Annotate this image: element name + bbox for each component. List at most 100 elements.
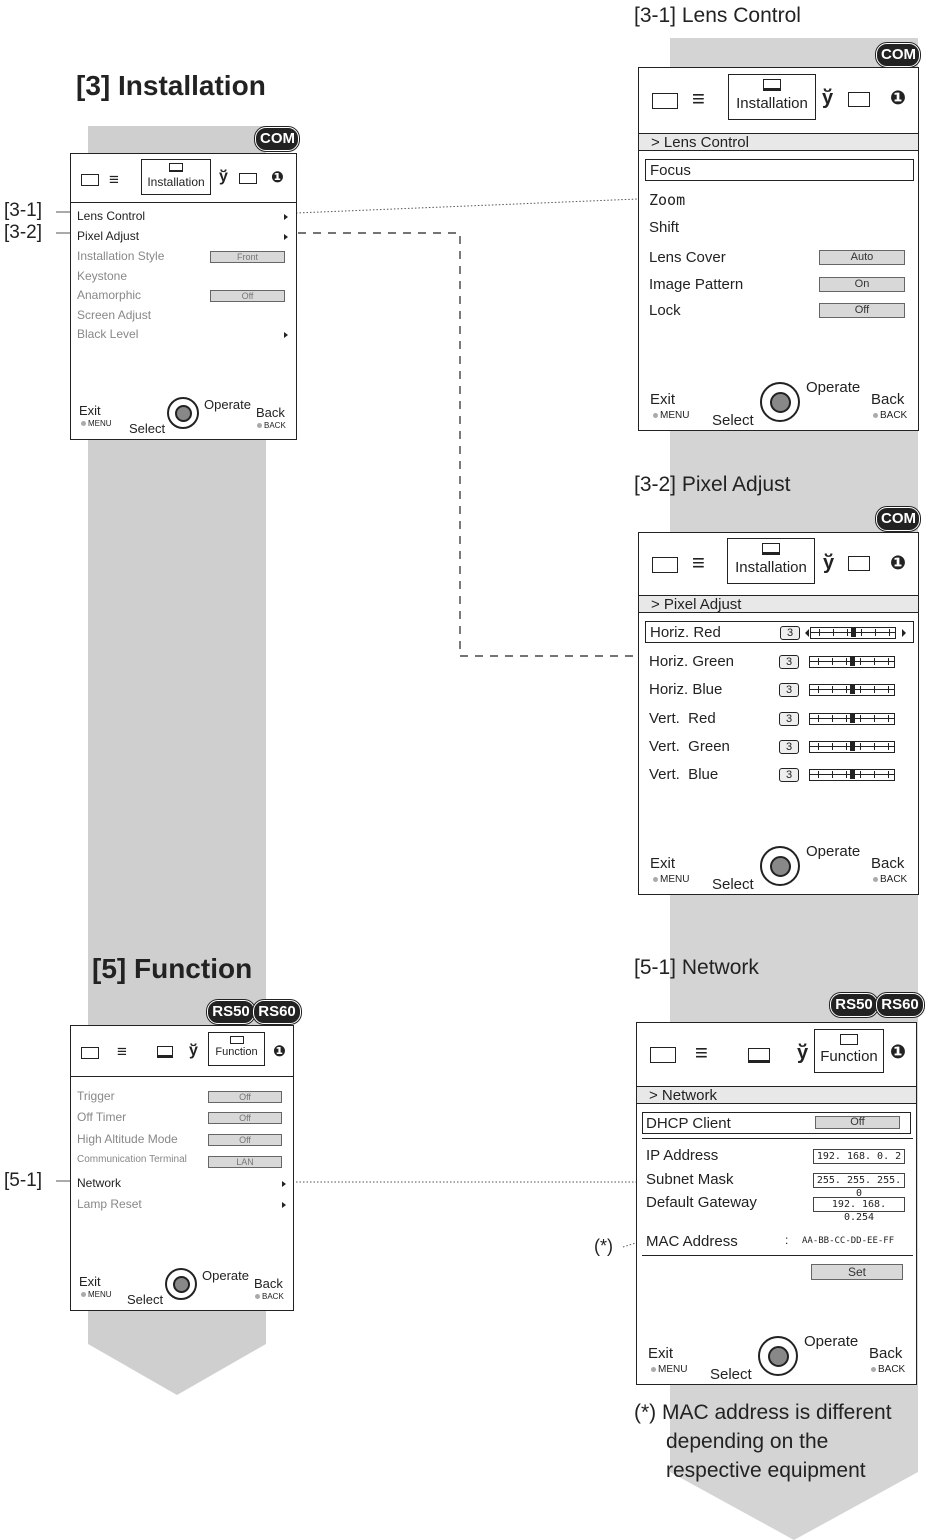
function-menu-item[interactable]: Lamp Reset xyxy=(71,1197,293,1215)
info-icon[interactable]: ❶ xyxy=(890,1042,907,1063)
info-icon[interactable]: ❶ xyxy=(273,1043,286,1060)
info-icon[interactable]: ❶ xyxy=(890,88,907,109)
function-icon[interactable] xyxy=(848,92,870,107)
menu-item-value[interactable]: On xyxy=(819,277,905,292)
callout-3-1: [3-1] xyxy=(4,200,43,221)
set-button[interactable]: Set xyxy=(811,1264,903,1280)
menu-key-label: MENU xyxy=(653,874,689,885)
menu-item-label: Lock xyxy=(649,302,681,319)
settings-sliders-icon[interactable]: ≡ xyxy=(695,1040,708,1065)
adjust-slider[interactable] xyxy=(810,627,896,639)
settings-sliders-icon[interactable]: ≡ xyxy=(117,1042,127,1061)
menu-key-label: MENU xyxy=(81,419,112,428)
select-label: Select xyxy=(712,876,754,893)
pixel-adjust-panel: ≡ Installation ў ❶ > Pixel Adjust Horiz.… xyxy=(638,532,919,895)
exit-label: Exit xyxy=(650,855,676,872)
pixel-adjust-item[interactable]: Horiz. Blue 3 xyxy=(645,679,912,701)
adjust-slider[interactable] xyxy=(809,713,895,725)
menu-icon-bar: ≡ Installation ў ❶ xyxy=(71,154,296,203)
installation-menu-item[interactable]: Pixel Adjust xyxy=(71,229,296,247)
menu-item-value[interactable]: Off xyxy=(819,303,905,318)
installation-icon[interactable] xyxy=(748,1048,770,1063)
operate-label: Operate xyxy=(804,1333,859,1350)
function-menu-item[interactable]: Network xyxy=(71,1176,293,1194)
settings-sliders-icon[interactable]: ≡ xyxy=(692,86,705,111)
wrench-icon[interactable]: ў xyxy=(822,87,834,109)
lens-control-item[interactable]: Zoom xyxy=(645,189,912,211)
function-icon[interactable] xyxy=(239,173,257,184)
menu-item-label: Zoom xyxy=(649,191,686,209)
ip-address-field[interactable]: 192. 168. 0. 2 xyxy=(813,1149,905,1164)
exit-label: Exit xyxy=(79,1274,101,1289)
pixel-adjust-heading: [3-2] Pixel Adjust xyxy=(634,473,791,496)
settings-sliders-icon[interactable]: ≡ xyxy=(109,170,119,189)
slider-thumb[interactable] xyxy=(850,657,855,666)
network-flow-arrowhead xyxy=(670,1472,918,1540)
lens-control-item[interactable]: Focus xyxy=(645,159,914,181)
menu-item-label: Shift xyxy=(649,219,680,236)
subnet-mask-label: Subnet Mask xyxy=(646,1171,734,1188)
lens-control-item[interactable]: Lock Off xyxy=(645,300,912,322)
picture-adjust-icon[interactable] xyxy=(652,557,678,573)
installation-menu-item[interactable]: Lens Control xyxy=(71,209,296,227)
chevron-right-icon xyxy=(284,234,288,240)
menu-item-value: LAN xyxy=(208,1156,282,1168)
slider-thumb[interactable] xyxy=(850,685,855,694)
callout-5-1: [5-1] xyxy=(4,1170,43,1191)
adjust-slider[interactable] xyxy=(809,684,895,696)
dhcp-client-row[interactable]: DHCP Client Off xyxy=(642,1112,911,1134)
menu-item-value[interactable]: Auto xyxy=(819,250,905,265)
menu-item-label: Trigger xyxy=(77,1089,115,1103)
subnet-mask-field[interactable]: 255. 255. 255. 0 xyxy=(813,1173,905,1199)
picture-adjust-icon[interactable] xyxy=(650,1047,676,1063)
menu-item-label: Focus xyxy=(650,162,691,179)
mac-address-label: MAC Address xyxy=(646,1233,738,1250)
wrench-icon[interactable]: ў xyxy=(189,1042,198,1059)
menu-item-value: Front xyxy=(210,251,285,263)
slider-thumb[interactable] xyxy=(851,628,856,637)
adjust-value: 3 xyxy=(779,683,799,697)
tab-installation[interactable]: Installation xyxy=(727,538,815,584)
menu-item-label: Horiz. Blue xyxy=(649,681,723,698)
menu-footer: Exit MENU Select Operate Back BACK xyxy=(71,1268,293,1310)
chevron-left-icon[interactable] xyxy=(805,629,809,637)
tab-installation[interactable]: Installation xyxy=(141,159,211,195)
adjust-slider[interactable] xyxy=(809,656,895,668)
wrench-icon[interactable]: ў xyxy=(823,552,835,574)
picture-adjust-icon[interactable] xyxy=(81,1047,99,1059)
picture-adjust-icon[interactable] xyxy=(652,93,678,109)
installation-icon[interactable] xyxy=(157,1046,173,1058)
chevron-right-icon[interactable] xyxy=(902,629,906,637)
back-key-label: BACK xyxy=(871,1364,905,1375)
settings-sliders-icon[interactable]: ≡ xyxy=(692,550,705,575)
installation-icon xyxy=(169,163,183,172)
adjust-slider[interactable] xyxy=(809,741,895,753)
adjust-slider[interactable] xyxy=(809,769,895,781)
wrench-icon[interactable]: ў xyxy=(219,168,228,185)
lens-control-item[interactable]: Shift xyxy=(645,217,912,239)
default-gateway-field[interactable]: 192. 168. 0.254 xyxy=(813,1197,905,1223)
info-icon[interactable]: ❶ xyxy=(271,169,284,186)
installation-heading: [3] Installation xyxy=(76,70,266,101)
slider-thumb[interactable] xyxy=(850,742,855,751)
slider-thumb[interactable] xyxy=(850,714,855,723)
dhcp-client-value[interactable]: Off xyxy=(815,1116,900,1129)
info-icon[interactable]: ❶ xyxy=(890,553,907,574)
wrench-icon[interactable]: ў xyxy=(797,1042,809,1064)
slider-thumb[interactable] xyxy=(850,770,855,779)
tab-installation[interactable]: Installation xyxy=(728,74,816,120)
tab-function[interactable]: Function xyxy=(814,1029,884,1073)
function-icon[interactable] xyxy=(848,556,870,571)
tab-function[interactable]: Function xyxy=(208,1032,265,1066)
picture-adjust-icon[interactable] xyxy=(81,174,99,186)
